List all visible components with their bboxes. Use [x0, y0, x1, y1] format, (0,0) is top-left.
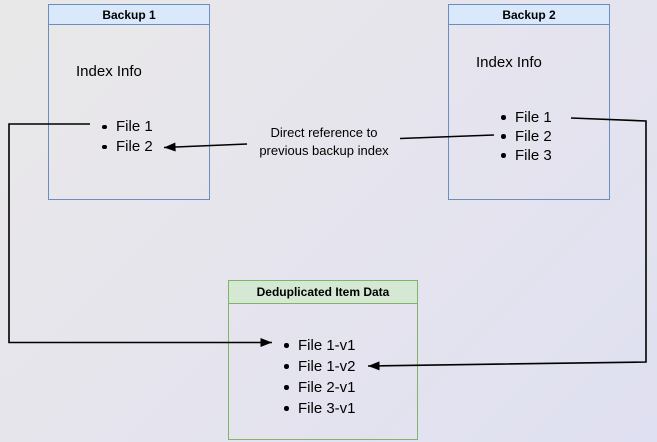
backup2-box: Backup 2 Index Info File 1 File 2 File 3: [448, 4, 610, 200]
file-item: File 1: [497, 108, 552, 127]
file-item: File 2-v1: [280, 377, 356, 398]
backup1-header: Backup 1: [49, 5, 209, 25]
backup1-file-list: File 1 File 2: [98, 117, 153, 157]
dedup-header: Deduplicated Item Data: [229, 281, 417, 304]
file-item: File 1-v2: [280, 356, 356, 377]
dedup-file-list: File 1-v1 File 1-v2 File 2-v1 File 3-v1: [280, 335, 356, 419]
dedup-box: Deduplicated Item Data File 1-v1 File 1-…: [228, 280, 418, 440]
backup2-header: Backup 2: [449, 5, 609, 25]
backup1-box: Backup 1 Index Info File 1 File 2: [48, 4, 210, 200]
backup2-file-list: File 1 File 2 File 3: [497, 108, 552, 165]
file-item: File 1-v1: [280, 335, 356, 356]
file-item: File 1: [98, 117, 153, 137]
file-item: File 2: [497, 127, 552, 146]
file-item: File 2: [98, 137, 153, 157]
backup1-index-info-label: Index Info: [76, 63, 142, 80]
connector-label: Direct reference to previous backup inde…: [259, 125, 389, 158]
file-item: File 3-v1: [280, 398, 356, 419]
file-item: File 3: [497, 146, 552, 165]
backup2-index-info-label: Index Info: [476, 54, 542, 71]
